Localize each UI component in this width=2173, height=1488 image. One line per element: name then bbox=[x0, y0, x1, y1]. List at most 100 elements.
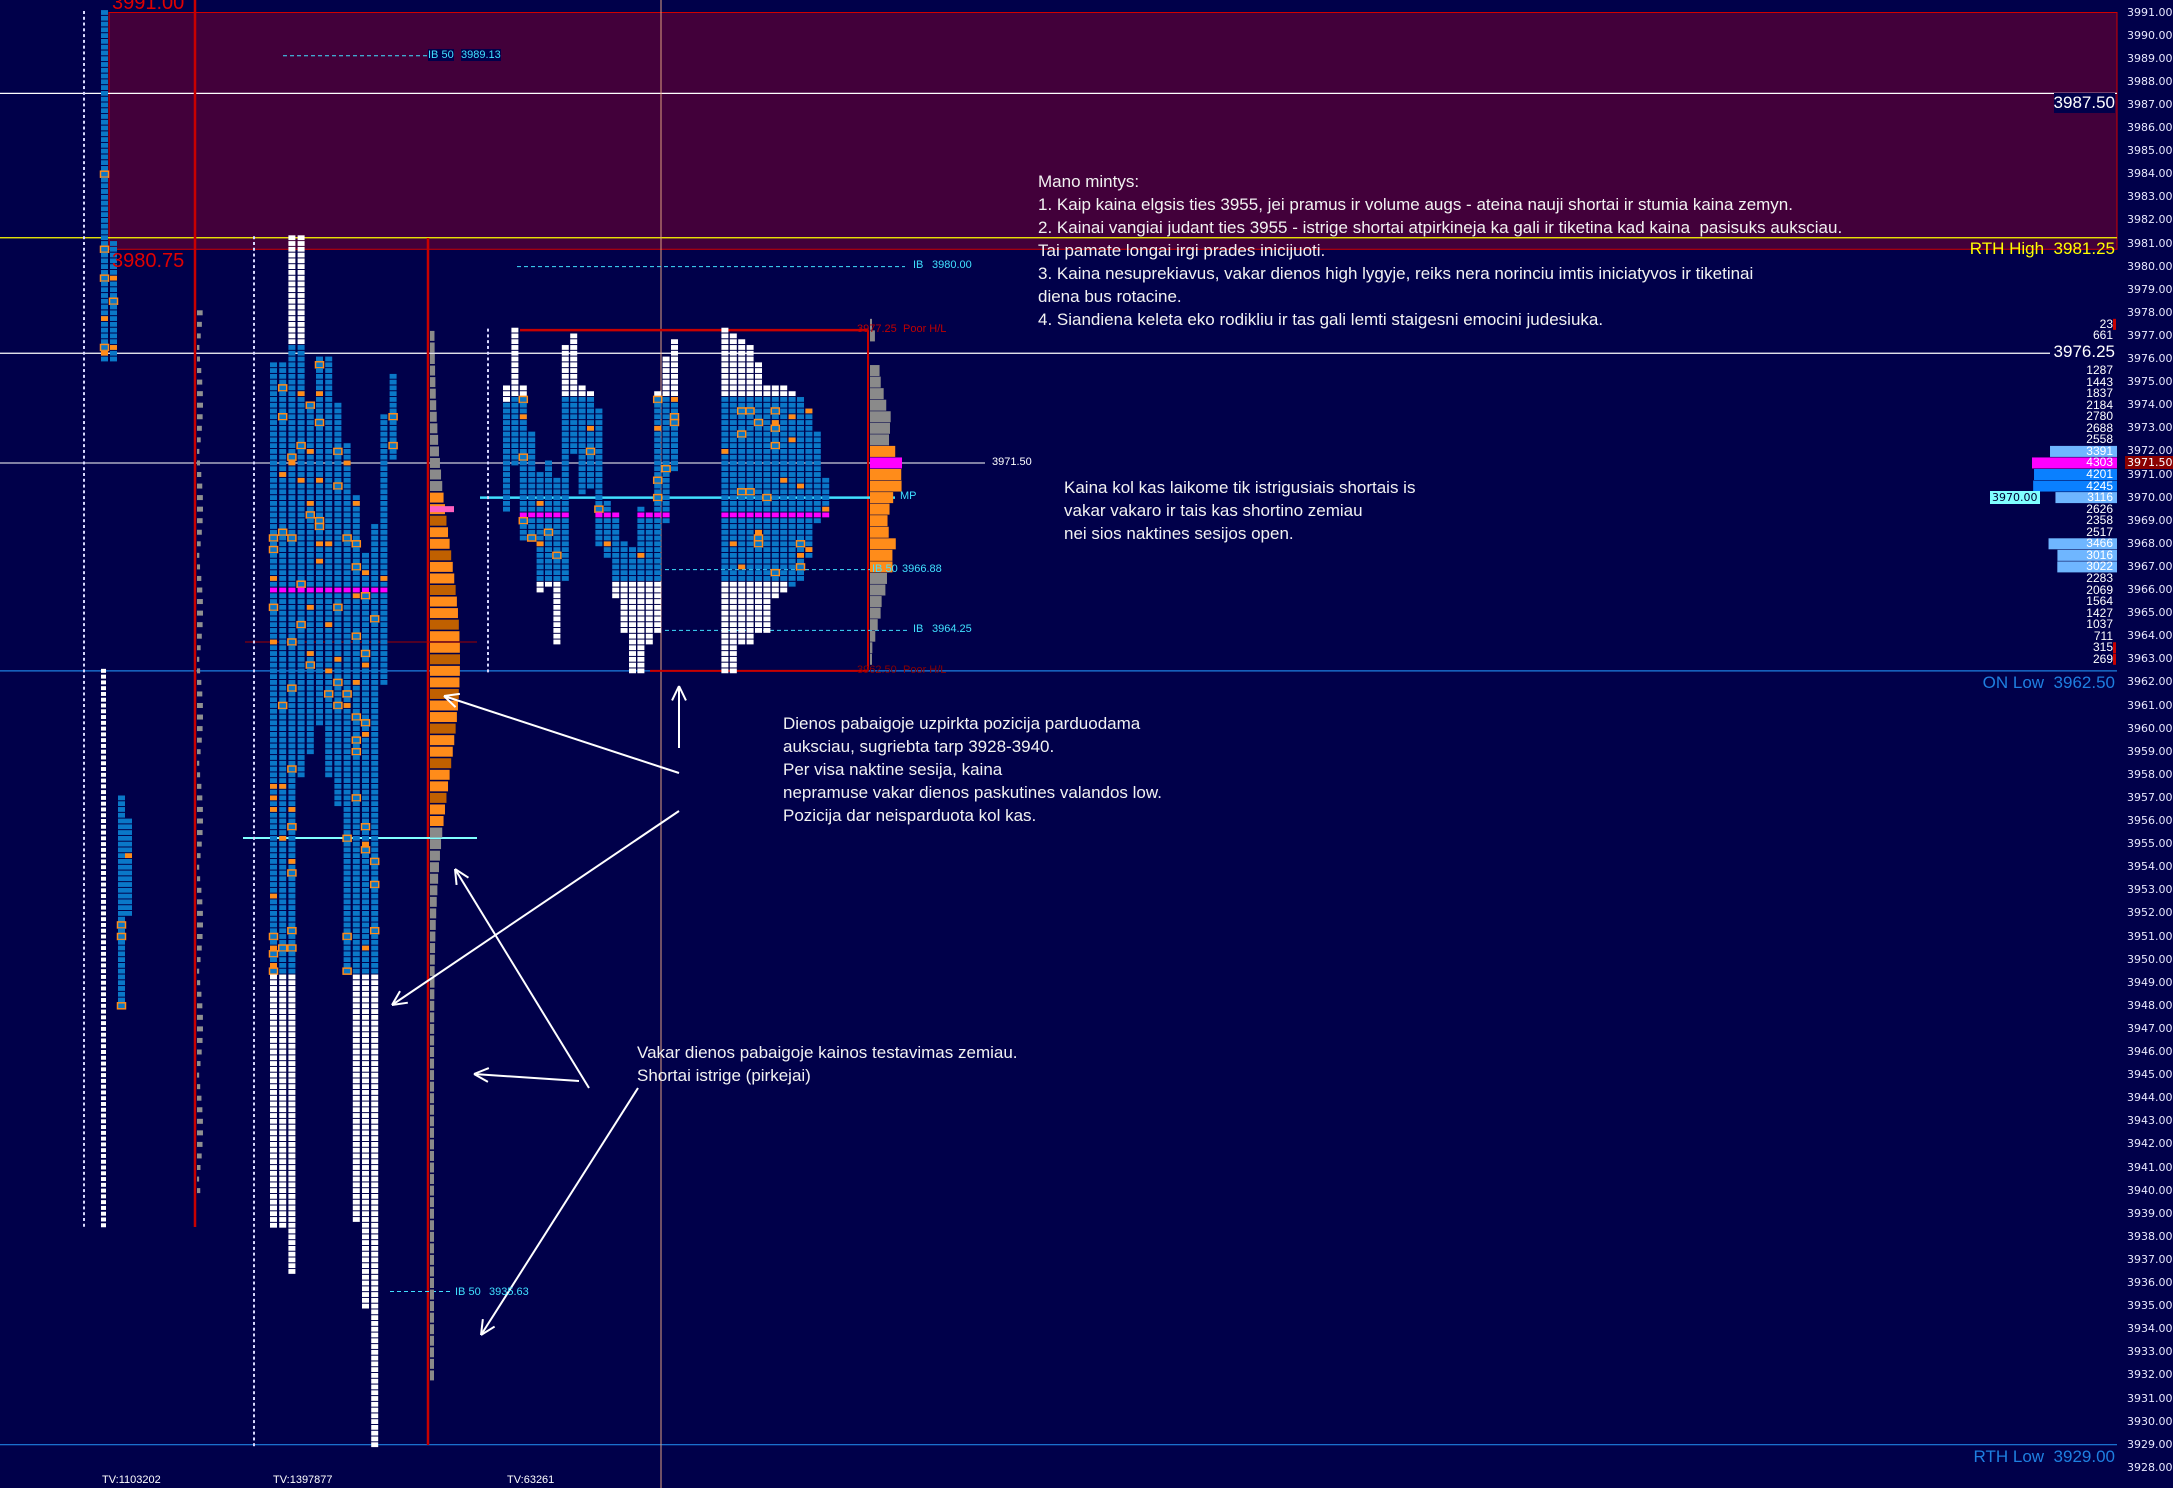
tpo-cell bbox=[288, 1205, 296, 1211]
volume-bar bbox=[197, 599, 203, 605]
tpo-cell bbox=[553, 541, 561, 547]
tpo-cell bbox=[118, 882, 125, 887]
tpo-cell-orange bbox=[362, 841, 369, 847]
tpo-cell bbox=[797, 454, 804, 460]
tpo-cell bbox=[645, 541, 653, 547]
tpo-cell bbox=[297, 656, 305, 662]
tpo-cell bbox=[316, 703, 323, 708]
tpo-cell bbox=[352, 743, 360, 749]
tpo-letter-column bbox=[253, 340, 255, 344]
tpo-cell bbox=[729, 581, 737, 587]
tpo-cell bbox=[288, 1182, 296, 1188]
tpo-cell bbox=[805, 425, 813, 431]
tpo-cell bbox=[270, 449, 277, 454]
volume-bar bbox=[197, 483, 203, 489]
tpo-cell bbox=[380, 674, 388, 680]
tpo-cell bbox=[578, 472, 586, 477]
tpo-cell bbox=[362, 1217, 369, 1222]
tpo-letter-column bbox=[253, 1194, 255, 1198]
tpo-cell bbox=[780, 425, 788, 431]
tpo-cell-white bbox=[101, 755, 106, 760]
tpo-cell bbox=[288, 1245, 296, 1251]
tpo-letter-column bbox=[253, 1125, 255, 1129]
axis-tick-label: 3936.00 bbox=[2127, 1276, 2173, 1289]
tpo-cell bbox=[306, 466, 314, 472]
box-low-label: 3980.75 bbox=[112, 250, 185, 272]
opening-marker bbox=[351, 713, 362, 721]
tpo-cell bbox=[288, 997, 296, 1003]
tpo-letter-column bbox=[253, 704, 255, 707]
tpo-cell bbox=[334, 749, 342, 755]
tpo-cell bbox=[110, 264, 117, 269]
tpo-cell bbox=[371, 622, 379, 628]
tpo-cell bbox=[288, 1234, 296, 1240]
tpo-cell bbox=[612, 529, 620, 535]
tpo-cell bbox=[306, 656, 314, 662]
volume-bar bbox=[197, 1026, 203, 1032]
tpo-cell-white bbox=[101, 790, 106, 795]
tpo-cell bbox=[654, 397, 662, 402]
ladder-volume: 3466 bbox=[2086, 536, 2113, 551]
tpo-letter-column bbox=[83, 865, 85, 869]
tpo-cell bbox=[561, 570, 569, 576]
tpo-letter-column bbox=[83, 963, 85, 967]
ladder-volume: 2517 bbox=[2086, 524, 2113, 539]
tpo-cell-orange bbox=[279, 835, 287, 841]
tpo-cell bbox=[343, 795, 351, 801]
tpo-letter-column bbox=[83, 530, 85, 534]
tpo-cell bbox=[763, 460, 771, 466]
tpo-cell bbox=[352, 922, 360, 928]
tpo-cell bbox=[288, 269, 296, 275]
axis-tick-label: 3956.00 bbox=[2127, 814, 2173, 827]
tpo-cell bbox=[316, 368, 323, 373]
tpo-cell bbox=[279, 691, 287, 697]
tpo-cell bbox=[797, 570, 804, 576]
arrow-head-icon bbox=[443, 692, 460, 697]
tpo-cell bbox=[343, 824, 351, 830]
tpo-cell bbox=[511, 327, 519, 333]
volume-bar bbox=[197, 472, 202, 477]
tpo-cell bbox=[306, 541, 314, 547]
tpo-cell bbox=[662, 506, 670, 512]
tpo-cell bbox=[780, 581, 788, 587]
tpo-cell bbox=[729, 437, 737, 443]
tpo-cell bbox=[511, 350, 519, 356]
tpo-cell bbox=[371, 668, 379, 674]
tpo-cell bbox=[110, 246, 117, 252]
opening-marker bbox=[360, 719, 371, 727]
tpo-letter-column bbox=[253, 392, 255, 396]
tpo-cell bbox=[334, 743, 342, 749]
tpo-cell bbox=[352, 807, 360, 812]
tpo-cell bbox=[352, 506, 360, 512]
tpo-letter-column bbox=[83, 652, 85, 656]
volume-bar bbox=[197, 818, 203, 824]
tpo-cell bbox=[288, 500, 296, 506]
axis-tick-label: 3940.00 bbox=[2127, 1183, 2173, 1197]
tpo-cell bbox=[771, 385, 779, 391]
tpo-cell bbox=[637, 535, 645, 541]
tpo-letter-column bbox=[83, 704, 85, 707]
tpo-cell-white bbox=[101, 807, 106, 812]
tpo-cell bbox=[297, 425, 305, 431]
tpo-cell bbox=[270, 1113, 277, 1118]
tpo-cell bbox=[316, 431, 323, 437]
tpo-cell bbox=[325, 662, 333, 668]
tpo-cell bbox=[352, 535, 360, 541]
tpo-letter-column bbox=[253, 1067, 255, 1071]
tpo-cell bbox=[755, 472, 762, 477]
tpo-letter-column bbox=[253, 1004, 255, 1008]
tpo-cell bbox=[288, 951, 296, 957]
tpo-cell bbox=[545, 570, 552, 576]
tpo-cell bbox=[288, 327, 296, 333]
tpo-letter-column bbox=[253, 877, 255, 881]
tpo-letter-column bbox=[487, 432, 489, 436]
tpo-cell bbox=[325, 420, 333, 425]
tpo-cell bbox=[288, 974, 296, 980]
tpo-letter-column bbox=[83, 940, 85, 944]
tpo-cell bbox=[612, 564, 620, 570]
tpo-cell bbox=[279, 974, 287, 980]
tpo-letter-column bbox=[83, 259, 85, 263]
tpo-cell bbox=[729, 558, 737, 564]
